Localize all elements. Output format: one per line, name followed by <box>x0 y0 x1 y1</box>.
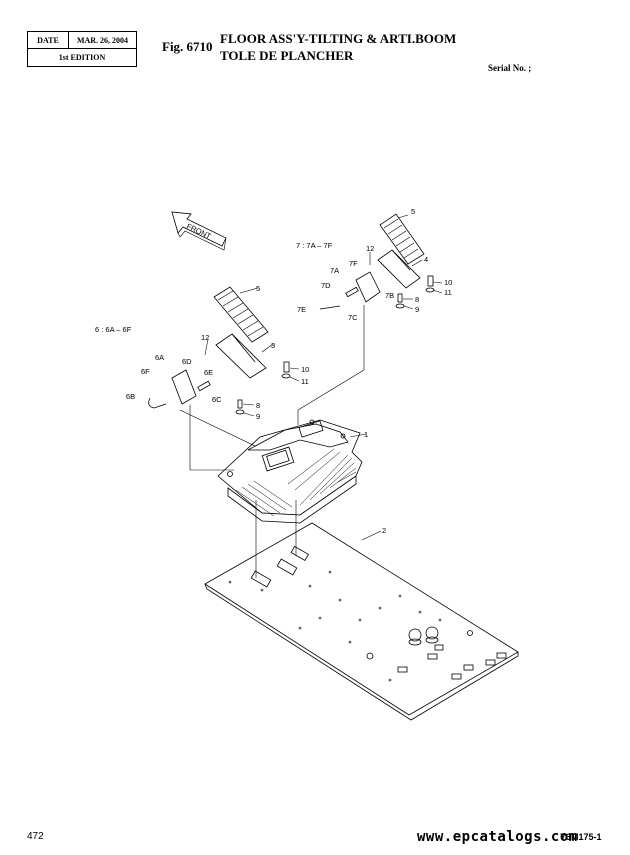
bolt-8-9-left <box>235 399 245 415</box>
callout-4: 4 <box>424 255 428 264</box>
callout-7d: 7D <box>321 281 331 290</box>
group-7-label: 7 : 7A – 7F <box>296 241 333 250</box>
group-6-label: 6 : 6A – 6F <box>95 325 132 334</box>
callout-6c: 6C <box>212 395 222 404</box>
callout-5-left: 5 <box>256 284 260 293</box>
callout-7c: 7C <box>348 313 358 322</box>
serial-number-label: Serial No. ; <box>488 63 532 73</box>
callout-6e: 6E <box>204 368 213 377</box>
callout-3: 3 <box>271 341 275 350</box>
callout-9-left: 9 <box>256 412 260 421</box>
callout-9-right: 9 <box>415 305 419 314</box>
callout-7a: 7A <box>330 266 339 275</box>
callout-12-right: 12 <box>366 244 374 253</box>
bolt-10-11-right <box>425 275 435 293</box>
callout-7b: 7B <box>385 291 394 300</box>
pedal-base-part-4-right <box>377 249 421 289</box>
callout-2: 2 <box>382 526 386 535</box>
bolt-10-11-left <box>281 361 291 379</box>
callout-7e: 7E <box>297 305 306 314</box>
watermark-text: www.epcatalogs.com <box>417 829 578 845</box>
callout-10-left: 10 <box>301 365 309 374</box>
callout-1: 1 <box>364 430 368 439</box>
base-plate-part-2 <box>204 522 519 721</box>
callout-6b: 6B <box>126 392 135 401</box>
page-number: 472 <box>27 831 44 842</box>
callout-10-right: 10 <box>444 278 452 287</box>
callout-8-right: 8 <box>415 295 419 304</box>
date-value: MAR. 26, 2004 <box>76 35 129 45</box>
edition-box: DATE MAR. 26, 2004 1st EDITION <box>27 31 137 67</box>
callout-8-left: 8 <box>256 401 260 410</box>
pedal-part-5-left <box>213 286 269 343</box>
bolt-8-9-right <box>395 293 405 309</box>
hinge-bracket-7-right <box>319 271 381 310</box>
title-english: FLOOR ASS'Y-TILTING & ARTI.BOOM <box>220 31 457 46</box>
edition-label: 1st EDITION <box>58 53 106 62</box>
front-arrow-icon <box>171 211 227 251</box>
callout-11-right: 11 <box>444 288 452 297</box>
callout-6a: 6A <box>155 353 164 362</box>
callout-12-left: 12 <box>201 333 209 342</box>
title-french: TOLE DE PLANCHER <box>220 48 354 63</box>
floor-panel-part-1 <box>217 419 363 524</box>
document-code: Y3M175-1 <box>560 832 602 842</box>
callout-5-right: 5 <box>411 207 415 216</box>
figure-number: Fig. 6710 <box>162 39 213 54</box>
callout-7f: 7F <box>349 259 358 268</box>
hinge-bracket-6-left <box>148 369 211 409</box>
callout-6d: 6D <box>182 357 192 366</box>
callout-6f: 6F <box>141 367 150 376</box>
pedal-base-part-3-left <box>215 333 267 379</box>
callout-11-left: 11 <box>301 377 309 386</box>
pedal-part-5-right <box>379 213 425 265</box>
date-label: DATE <box>28 32 69 48</box>
